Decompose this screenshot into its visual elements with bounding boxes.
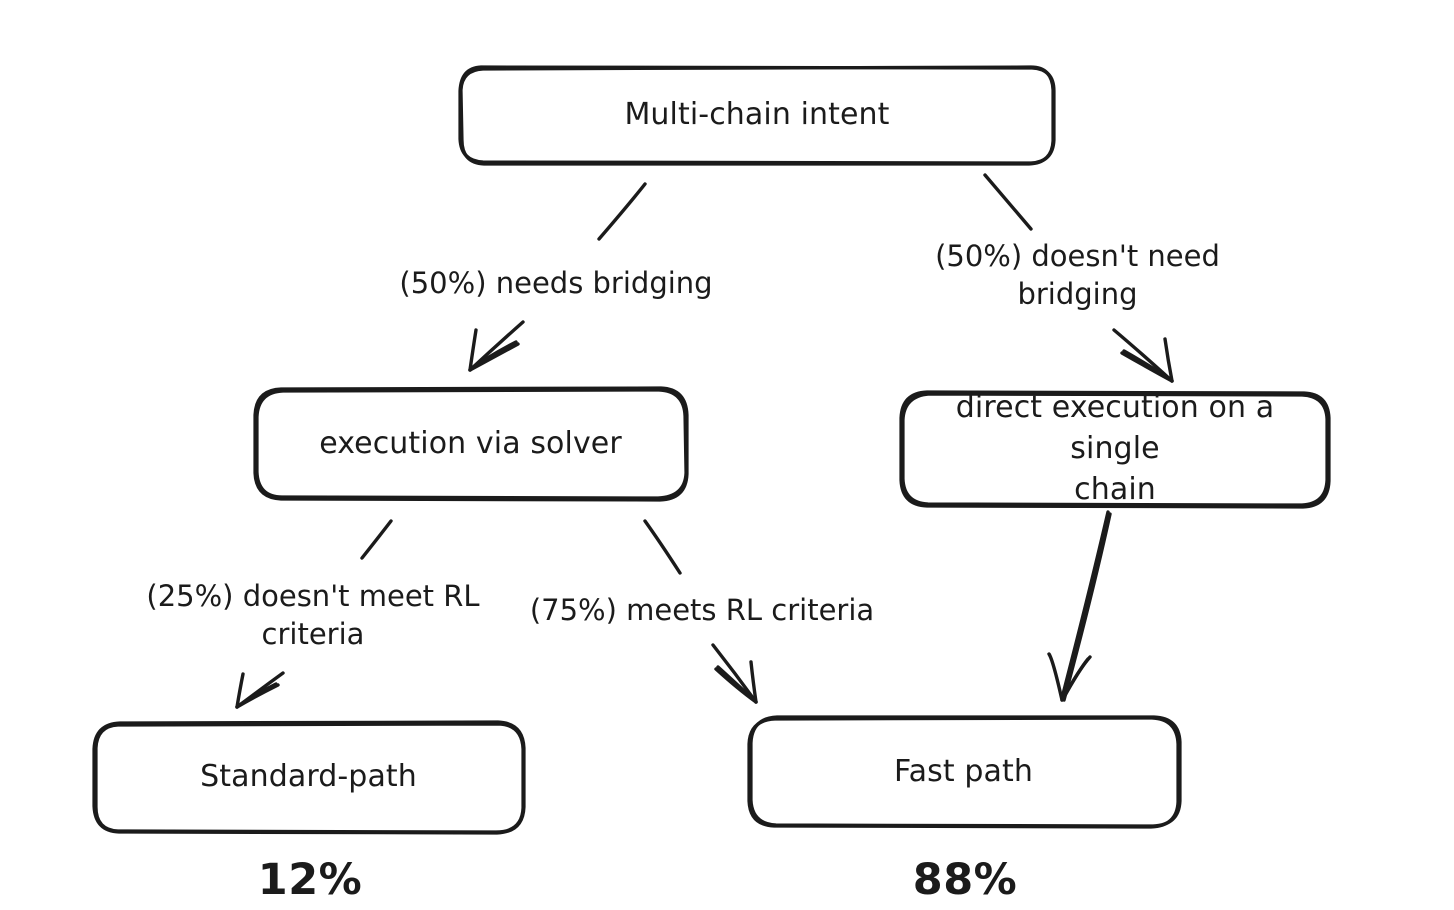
edge-label-doesnt-meet-rl: (25%) doesn't meet RL criteria [128,578,498,654]
node-outline-fast [747,715,1182,829]
node-label-root: Multi-chain intent [624,96,890,132]
outcome-percentage-standard-path: 12% [257,855,363,905]
edge-solver-to-fast-stub [643,519,682,575]
edge-label-needs-bridging: (50%) needs bridging [386,265,726,303]
edge-direct-to-fast [1047,510,1112,702]
edge-solver-to-fast-arrowhead [711,643,758,704]
edge-label-doesnt-need-bridging: (50%) doesn't need bridging [925,238,1230,314]
node-label-direct: direct execution on a single chain [955,390,1275,507]
edge-solver-to-standard-arrowhead [235,671,285,709]
outcome-percentage-fast-path: 88% [912,855,1018,905]
node-direct-execution[interactable]: direct execution on a single chain [898,389,1332,510]
edge-root-to-solver-arrowhead [468,320,525,372]
node-outline-standard [92,720,526,835]
node-standard-path[interactable]: Standard-path [90,719,527,836]
node-fast-path[interactable]: Fast path [745,714,1182,831]
node-label-solver: execution via solver [319,425,622,461]
edge-root-to-direct-stub [983,173,1033,231]
edge-root-to-direct-arrowhead [1112,328,1174,383]
node-label-standard: Standard-path [200,759,417,795]
edge-root-to-solver-stub [597,182,647,241]
node-multi-chain-intent[interactable]: Multi-chain intent [457,64,1057,166]
node-outline-direct [899,390,1331,509]
node-execution-via-solver[interactable]: execution via solver [251,385,690,503]
node-label-fast: Fast path [894,754,1033,790]
node-outline-root [458,65,1056,166]
node-outline-solver [253,386,689,502]
edge-label-meets-rl: (75%) meets RL criteria [521,592,883,630]
edge-solver-to-standard-stub [360,519,393,560]
